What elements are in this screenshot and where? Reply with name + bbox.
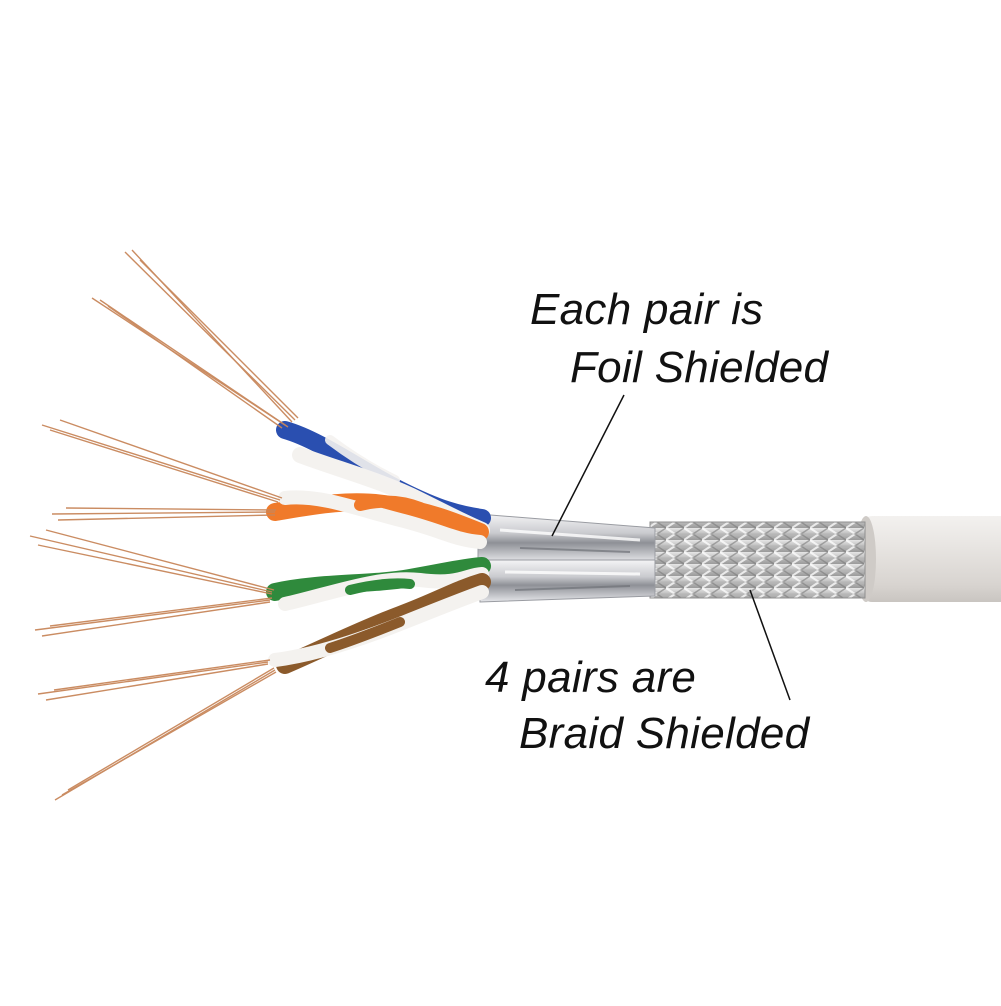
twisted-pair-brown (268, 573, 491, 674)
twisted-pair-orange (266, 490, 489, 549)
foil-shield-pair-top (477, 513, 656, 563)
braid-leader-line (749, 589, 791, 701)
braid-shield (649, 521, 866, 599)
braid-label-line2: Braid Shielded (519, 709, 810, 758)
foil-label-line2: Foil Shielded (570, 343, 829, 392)
twisted-pair-green (266, 557, 491, 611)
foil-label-line1: Each pair is (530, 285, 764, 334)
foil-leader-line (551, 394, 625, 537)
outer-jacket (856, 516, 1001, 602)
copper-strands (29, 249, 299, 801)
foil-shield-pair-bottom (477, 559, 656, 603)
braid-label-line1: 4 pairs are (485, 653, 697, 702)
